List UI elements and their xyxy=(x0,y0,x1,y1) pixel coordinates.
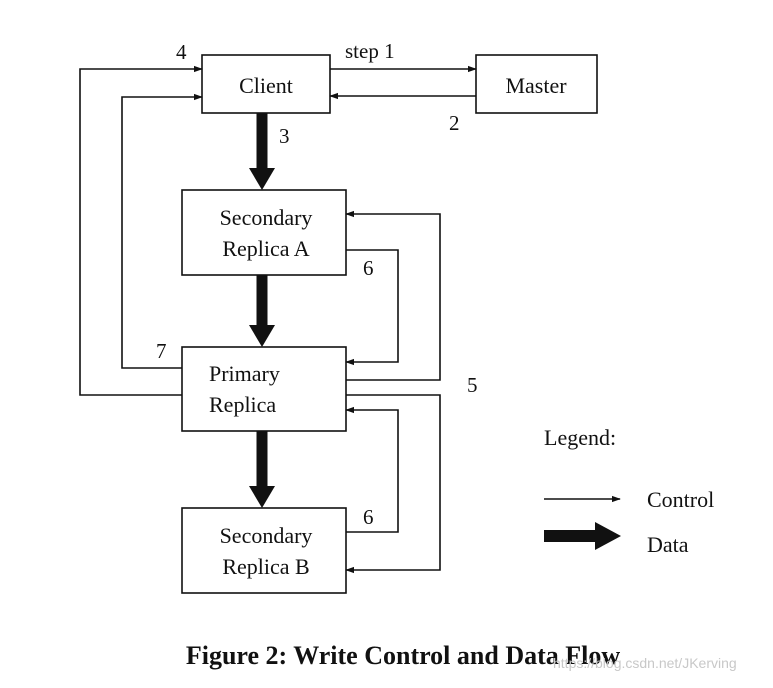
secondary-replica-b-label-line2: Replica B xyxy=(222,554,309,579)
master-box xyxy=(475,54,598,114)
master-node: Master xyxy=(475,54,598,114)
client-node: Client xyxy=(201,54,331,114)
secondary-replica-a-box xyxy=(181,189,347,276)
secondary-replica-a-label-line2: Replica A xyxy=(222,236,309,261)
step6-label-a: 6 xyxy=(363,256,374,280)
step6-label-b: 6 xyxy=(363,505,374,529)
client-box xyxy=(201,54,331,114)
secondary-replica-a-node: Secondary Replica A xyxy=(181,189,347,276)
secondary-replica-b-box xyxy=(181,507,347,594)
primary-replica-label-line1: Primary xyxy=(209,361,280,386)
step3-client-to-secondary-a-data-arrow xyxy=(249,113,275,190)
step6-secondary-b-to-primary-arrow xyxy=(345,406,399,533)
step4-primary-to-client-arrow xyxy=(79,65,203,396)
legend-control-label: Control xyxy=(647,487,714,512)
watermark: https://blog.csdn.net/JKerving xyxy=(553,655,737,671)
step3-label: 3 xyxy=(279,124,290,148)
step7-label: 7 xyxy=(156,339,167,363)
data-secondary-a-to-primary-arrow xyxy=(249,275,275,347)
secondary-replica-b-label-line1: Secondary xyxy=(220,523,313,548)
legend-data-label: Data xyxy=(647,532,689,557)
data-primary-to-secondary-b-arrow xyxy=(249,431,275,508)
primary-replica-box xyxy=(181,346,347,432)
step1-label: step 1 xyxy=(345,39,395,63)
primary-replica-node: Primary Replica xyxy=(181,346,347,432)
step5-label: 5 xyxy=(467,373,478,397)
primary-replica-label-line2: Replica xyxy=(209,392,276,417)
client-label: Client xyxy=(239,73,293,98)
legend-title: Legend: xyxy=(544,425,616,450)
secondary-replica-a-label-line1: Secondary xyxy=(220,205,313,230)
step6-secondary-a-to-primary-arrow xyxy=(345,249,399,366)
step5-primary-to-secondary-b-arrow xyxy=(345,394,441,574)
legend-data-arrow-head xyxy=(595,522,621,550)
master-label: Master xyxy=(505,73,567,98)
legend: Legend: Control Data xyxy=(544,425,714,557)
secondary-replica-b-node: Secondary Replica B xyxy=(181,507,347,594)
step4-label: 4 xyxy=(176,40,187,64)
step2-label: 2 xyxy=(449,111,460,135)
step5-primary-to-secondary-a-arrow xyxy=(345,210,441,381)
step7-primary-to-client-arrow xyxy=(121,93,203,369)
figure-caption: Figure 2: Write Control and Data Flow xyxy=(186,641,621,670)
